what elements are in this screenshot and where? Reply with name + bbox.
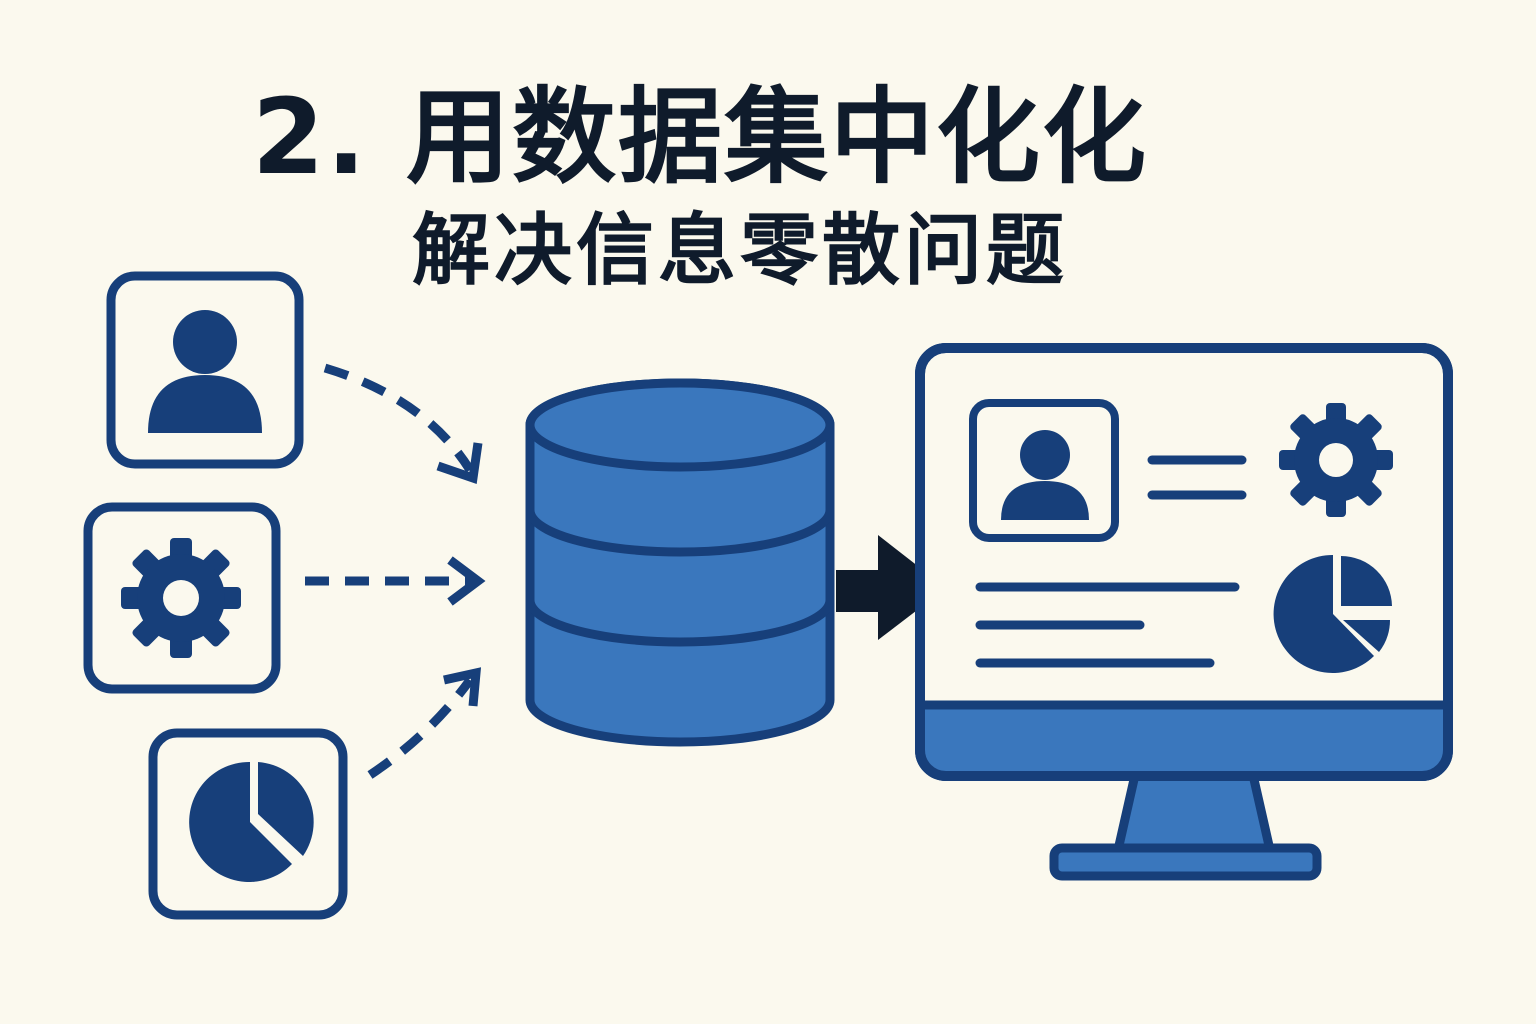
dashed-arrows xyxy=(305,363,486,779)
page-title: 2. 用数据集中化化 xyxy=(251,76,1149,198)
arrow-head-middle xyxy=(447,556,486,606)
monitor-dashboard-icon xyxy=(915,343,1453,881)
monitor-bottom-bezel xyxy=(920,705,1448,776)
pie-chart-icon xyxy=(1273,554,1392,673)
dashed-arrow-bottom xyxy=(367,677,474,779)
gear-icon xyxy=(1279,403,1393,517)
screen-text-lines xyxy=(975,455,1247,668)
user-icon xyxy=(1001,430,1089,520)
page-subtitle: 解决信息零散问题 xyxy=(411,206,1068,296)
pie-chart-icon xyxy=(189,761,314,882)
source-box-user xyxy=(106,271,304,469)
gear-icon xyxy=(121,538,241,658)
user-icon xyxy=(148,310,262,433)
dashed-arrow-top xyxy=(323,363,474,473)
arrow-head-bottom xyxy=(443,667,482,707)
screen-user-card xyxy=(969,399,1119,542)
source-box-gear xyxy=(83,502,281,694)
solid-arrow xyxy=(836,535,946,640)
monitor-stand xyxy=(1049,770,1322,881)
arrow-head-top xyxy=(436,442,483,485)
source-box-pie xyxy=(148,728,348,920)
database-icon xyxy=(525,378,835,747)
